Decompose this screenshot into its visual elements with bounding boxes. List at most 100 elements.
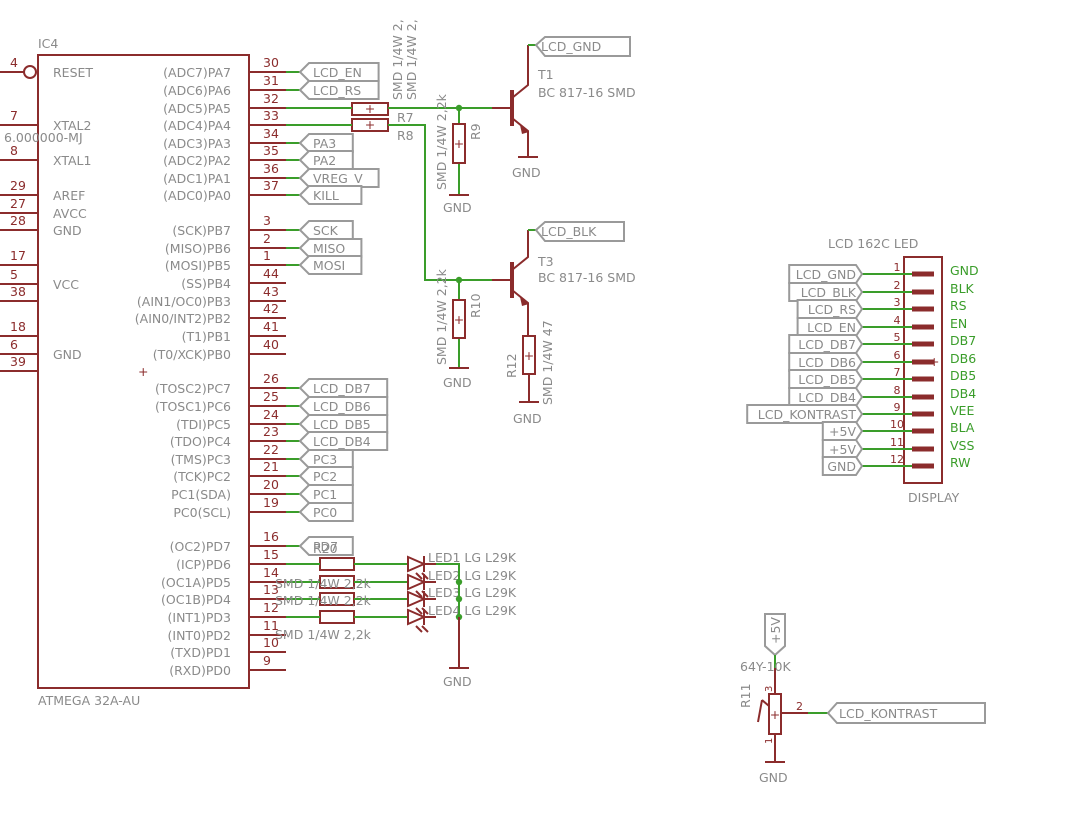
pin-name: (ADC3)PA3 (163, 136, 231, 151)
pin-number: 31 (263, 73, 279, 88)
pin-number: 5 (10, 267, 18, 282)
net-flag (298, 536, 354, 556)
pin-number: 20 (263, 477, 279, 492)
net-flag-label: LCD_DB7 (798, 337, 856, 352)
net-flag-label: LCD_GND (796, 267, 856, 282)
pin-name: BLK (950, 281, 975, 296)
pin-name: RW (950, 455, 971, 470)
pin-number: 13 (263, 582, 279, 597)
net-flag (298, 238, 363, 258)
t3-label: T3 (537, 254, 554, 269)
pin-number: 11 (263, 618, 279, 633)
pin-number: 4 (894, 314, 901, 327)
pin-number: 9 (894, 401, 901, 414)
display-ref: DISPLAY (908, 490, 960, 505)
t3-part: BC 817-16 SMD (538, 270, 636, 285)
pin-number: 12 (890, 453, 904, 466)
net-flag-label: LCD_DB4 (313, 434, 371, 449)
led-gnd-label: GND (443, 674, 472, 689)
pin-number: 41 (263, 319, 279, 334)
net-flag-label: PD7 (313, 539, 338, 554)
pin-name: (AIN0/INT2)PB2 (135, 311, 231, 326)
pin-name: (INT1)PD3 (168, 610, 232, 625)
ic4-right-pin: 33(ADC4)PA4 (163, 108, 286, 133)
pin-number: 22 (263, 442, 279, 457)
r9-value: SMD 1/4W 2,2k (434, 93, 449, 190)
net-flag-label: LCD_DB6 (313, 399, 371, 414)
net-flag-label: LCD_RS (313, 83, 361, 98)
net-flag-label: LCD_EN (807, 320, 856, 335)
net-flag (788, 369, 864, 389)
pin-number: 40 (263, 337, 279, 352)
pin-name: DB6 (950, 351, 976, 366)
r11-value: 64Y-10K (740, 659, 791, 674)
net-flag (298, 449, 354, 469)
net-flag (788, 387, 864, 407)
net-flag-label: PC1 (313, 487, 337, 502)
pin-name: (SS)PB4 (181, 276, 231, 291)
net-flag (298, 133, 354, 153)
pin-name: DB7 (950, 333, 976, 348)
svg-text:+: + (929, 354, 939, 369)
crystal-label: 6.000000-MJ (4, 130, 83, 145)
r7-value: SMD 1/4W 2, (390, 19, 405, 100)
pin-number: 10 (890, 418, 904, 431)
pin-number: 5 (894, 331, 901, 344)
pin-number: 43 (263, 284, 279, 299)
pin-number: 35 (263, 143, 279, 158)
pin-name: XTAL1 (53, 153, 91, 168)
r12-value: SMD 1/4W 47 (540, 320, 555, 405)
pin-number: 36 (263, 161, 279, 176)
pin-name: BLA (950, 420, 975, 435)
display-title: LCD 162C LED (828, 236, 918, 251)
ic4-right-pin: 11(INT0)PD2 (168, 618, 286, 643)
pin-name: (ADC2)PA2 (163, 153, 231, 168)
pin-number: 6 (894, 349, 901, 362)
ic4-right-pin: 9(RXD)PD0 (169, 653, 286, 678)
net-flag (298, 185, 363, 205)
pin-name: XTAL2 (53, 118, 91, 133)
pin-number: 27 (10, 196, 26, 211)
pin-name: PC1(SDA) (171, 487, 231, 502)
pin-name: VEE (950, 403, 974, 418)
pin-number: 3 (894, 296, 901, 309)
net-flag-label: KILL (313, 188, 339, 203)
svg-text:+: + (365, 101, 375, 116)
pin-name: (ADC5)PA5 (163, 101, 231, 116)
ic4-left-pin: 39 (0, 354, 38, 372)
pin-number: 2 (894, 279, 901, 292)
net-flag (298, 466, 354, 486)
svg-text:+: + (365, 117, 375, 132)
pin-name: DB4 (950, 386, 976, 401)
pin-name: (T0/XCK)PB0 (153, 347, 231, 362)
led-label: LED1 LG L29K (428, 550, 517, 565)
pin-name: (T1)PB1 (182, 329, 231, 344)
pin-name: GND (950, 263, 979, 278)
r7-label: R7 (397, 110, 414, 125)
net-flag-lcd-kontrast: LCD_KONTRAST (826, 702, 986, 724)
display-pin: 9 VEE LCD_KONTRAST (746, 401, 974, 424)
pin-number: 11 (890, 436, 904, 449)
pin-name: PC0(SCL) (173, 505, 231, 520)
net-flag-label: PC0 (313, 505, 337, 520)
r8-value: SMD 1/4W 2, (404, 19, 419, 100)
net-flag-label: LCD_KONTRAST (758, 407, 857, 422)
pin-name: RESET (53, 65, 93, 80)
net-flag (298, 80, 380, 100)
pin-name: RS (950, 298, 967, 313)
pin-name: (MISO)PB6 (165, 241, 231, 256)
net-flag (298, 414, 389, 434)
pin-number: 2 (263, 231, 271, 246)
pin-number: 32 (263, 91, 279, 106)
